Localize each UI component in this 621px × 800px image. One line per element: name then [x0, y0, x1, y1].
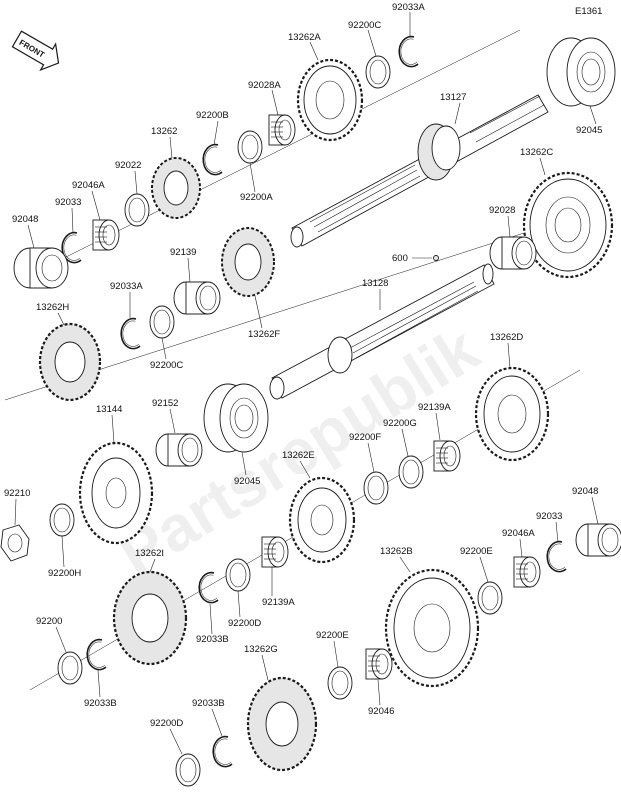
gear-icon: [522, 171, 614, 279]
part-label-92046a-right: 92046A: [502, 528, 535, 539]
part-label-92200f: 92200F: [349, 432, 381, 443]
part-label-92200c: 92200C: [348, 20, 381, 31]
gear-icon: [296, 58, 364, 142]
gear-icon: [112, 570, 188, 666]
part-label-92139a: 92139A: [418, 402, 451, 413]
part-label-92139a-mid: 92139A: [262, 597, 295, 608]
part-label-13144: 13144: [96, 404, 122, 415]
bearing-icon: [546, 37, 616, 107]
part-label-92200d-bottom: 92200D: [150, 718, 183, 729]
part-label-92033a-mid: 92033A: [110, 281, 143, 292]
part-label-13262d: 13262D: [490, 332, 523, 343]
part-label-92033b-mid: 92033B: [196, 634, 229, 645]
part-label-92200b: 92200B: [196, 110, 229, 121]
part-label-13262b: 13262B: [380, 546, 413, 557]
shaft-icon: [290, 94, 549, 248]
part-label-92139: 92139: [170, 247, 196, 258]
part-label-92200e: 92200E: [460, 546, 493, 557]
bearing-icon: [203, 383, 269, 453]
bearing-icon: [489, 236, 537, 270]
gear-icon: [221, 227, 275, 297]
part-label-92200e-mid: 92200E: [316, 630, 349, 641]
gear-icon: [38, 322, 102, 402]
part-label-92046: 92046: [368, 706, 394, 717]
diagram-code: E1361: [575, 6, 602, 17]
shaft-icon: [269, 263, 495, 400]
part-label-92200c-mid: 92200C: [150, 360, 183, 371]
part-label-92200h: 92200H: [48, 568, 81, 579]
part-label-92033: 92033: [55, 197, 81, 208]
part-label-92033a: 92033A: [392, 2, 425, 13]
part-label-92022: 92022: [115, 160, 141, 171]
part-label-92048-right: 92048: [572, 486, 598, 497]
gear-icon: [246, 676, 318, 772]
part-label-92152: 92152: [152, 398, 178, 409]
part-label-13262g: 13262G: [244, 644, 278, 655]
gear-icon: [384, 568, 480, 688]
gear-icon: [474, 366, 550, 462]
part-label-13262i: 13262I: [135, 548, 164, 559]
part-label-92045-mid: 92045: [234, 476, 260, 487]
part-label-13262a: 13262A: [288, 32, 321, 43]
part-label-13128: 13128: [362, 278, 388, 289]
gear-icon: [78, 441, 154, 545]
part-label-92200: 92200: [36, 616, 62, 627]
part-label-13262c: 13262C: [520, 147, 553, 158]
part-label-13262: 13262: [151, 126, 177, 137]
part-label-13262e: 13262E: [282, 450, 315, 461]
part-label-92033b-bottom: 92033B: [192, 698, 225, 709]
part-label-92028: 92028: [489, 205, 515, 216]
part-label-92045: 92045: [576, 125, 602, 136]
part-label-92200g: 92200G: [383, 418, 417, 429]
leader-lines: [14, 12, 599, 755]
part-label-13262h: 13262H: [36, 302, 69, 313]
part-label-92200a: 92200A: [240, 192, 273, 203]
part-labels: 92033A 92200C 13262A 92028A 13127 92045 …: [4, 2, 602, 729]
part-label-92033b-left: 92033B: [84, 698, 117, 709]
part-label-92046a: 92046A: [72, 180, 105, 191]
part-label-13127: 13127: [440, 92, 466, 103]
part-label-92028a: 92028A: [248, 80, 281, 91]
front-arrow-icon: FRONT: [11, 30, 60, 72]
gear-icon: [288, 476, 356, 564]
pin-icon: [433, 255, 439, 261]
nut-icon: [0, 524, 30, 562]
part-label-92048: 92048: [12, 214, 38, 225]
part-label-92200d-mid: 92200D: [228, 618, 261, 629]
part-label-92033-right: 92033: [536, 511, 562, 522]
gear-icon: [151, 157, 201, 219]
part-label-600: 600: [392, 253, 408, 264]
bearing-icon: [13, 247, 69, 289]
part-label-92210: 92210: [4, 488, 30, 499]
part-label-13262f: 13262F: [248, 329, 280, 340]
